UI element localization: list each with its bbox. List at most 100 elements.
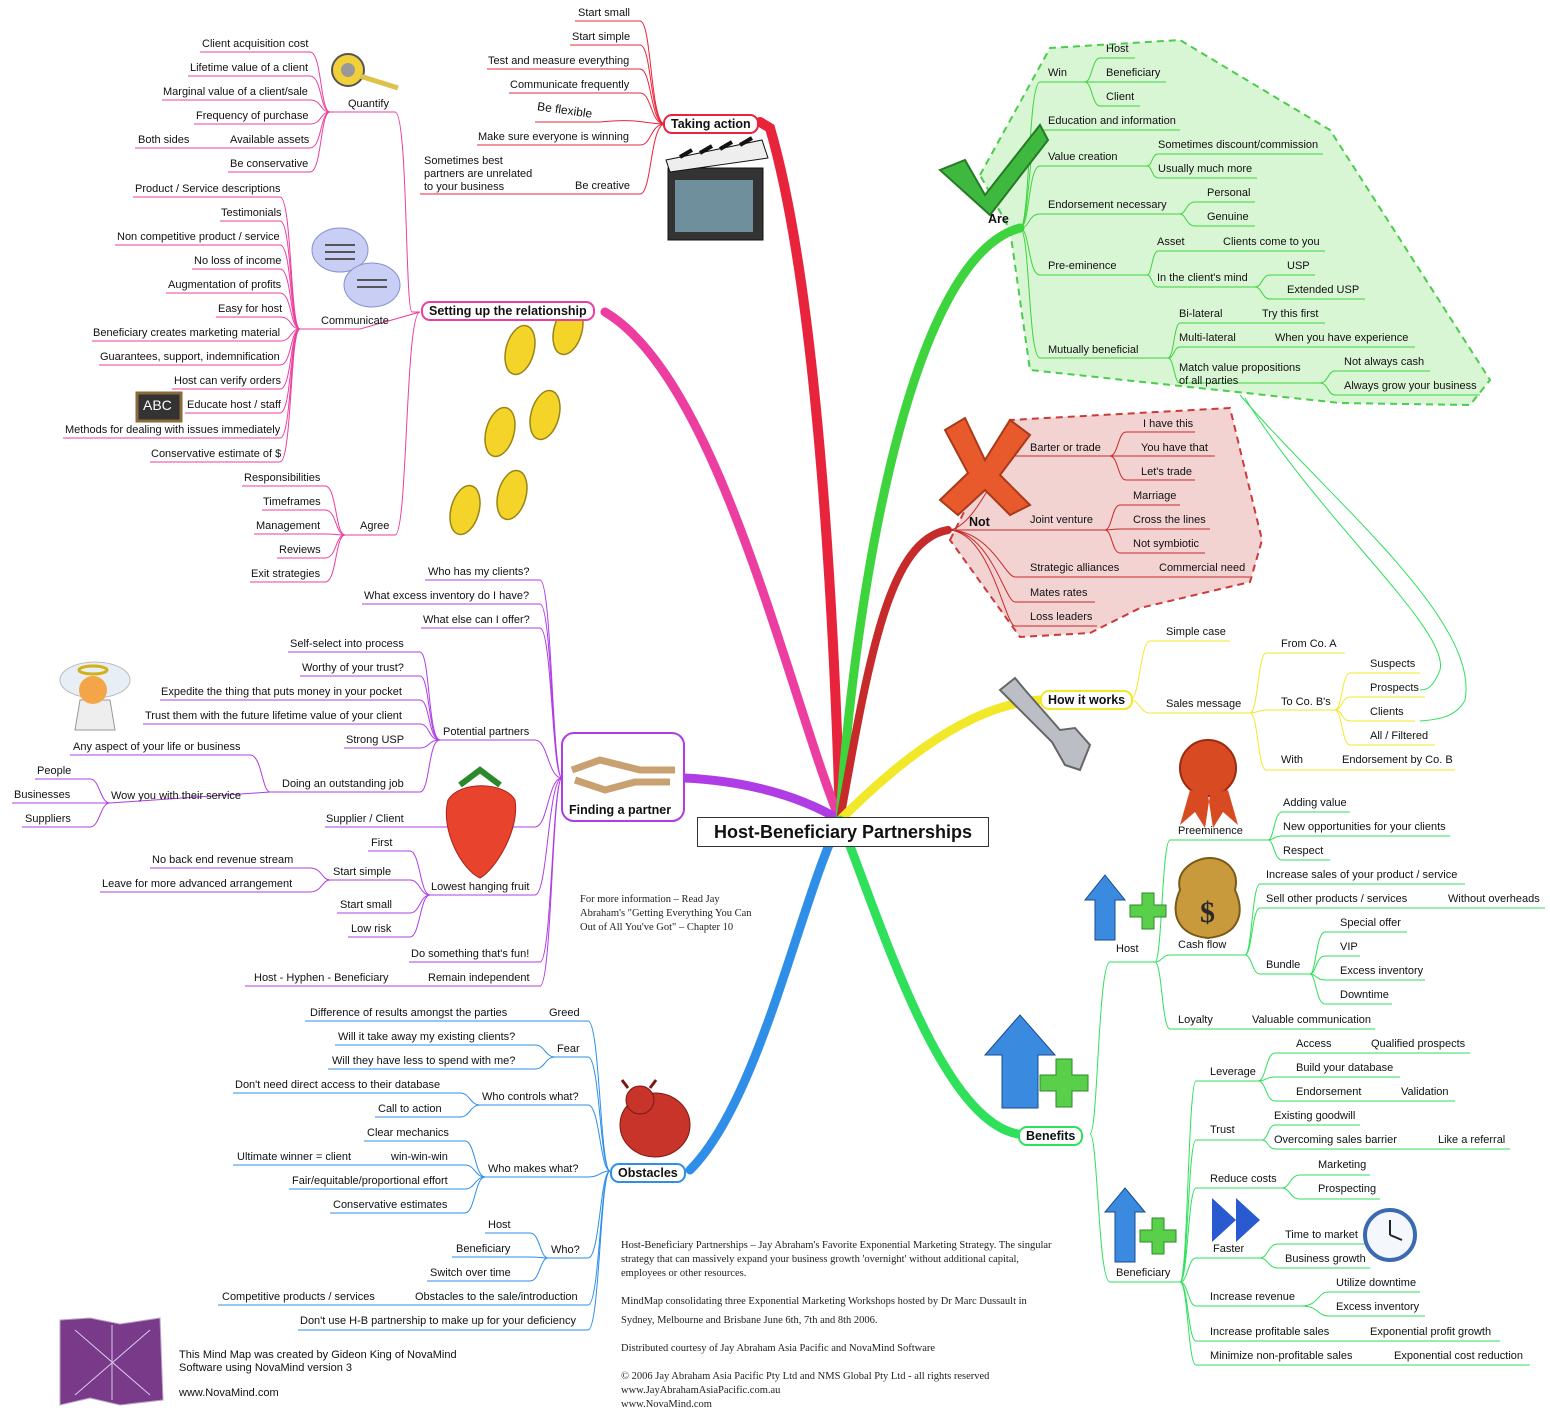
branch-setting-up[interactable]: Setting up the relationship xyxy=(421,301,595,321)
potential-item: Worthy of your trust? xyxy=(302,662,404,674)
central-topic[interactable]: Host-Beneficiary Partnerships xyxy=(697,817,989,847)
finding-question: What excess inventory do I have? xyxy=(364,590,530,602)
deficiency: Don't use H-B partnership to make up for… xyxy=(300,1315,577,1327)
benefits-overcoming: Overcoming sales barrier xyxy=(1274,1134,1397,1146)
not-commercial: Commercial need xyxy=(1159,562,1246,574)
benefits-growth: Business growth xyxy=(1285,1253,1366,1265)
reduce-item: Marketing xyxy=(1318,1159,1367,1171)
wrench-icon xyxy=(998,676,1092,772)
branch-taking-action[interactable]: Taking action xyxy=(663,114,759,134)
communicate-item: Product / Service descriptions xyxy=(135,183,281,195)
fast-forward-icon xyxy=(1212,1198,1260,1242)
are-clients-come: Clients come to you xyxy=(1223,236,1320,248)
communicate-item: Methods for dealing with issues immediat… xyxy=(65,424,281,436)
credit-note: This Mind Map was created by Gideon King… xyxy=(179,1349,457,1374)
benefits-host: Host xyxy=(1116,943,1139,955)
makes-item: Fair/equitable/proportional effort xyxy=(292,1175,448,1187)
competitive-products: Competitive products / services xyxy=(222,1291,375,1303)
not-region xyxy=(948,406,1264,639)
quantify-item: Available assets xyxy=(230,134,310,146)
communicate-item: Beneficiary creates marketing material xyxy=(93,327,281,339)
who-item: Beneficiary xyxy=(456,1243,511,1255)
benefits-cashflow: Cash flow xyxy=(1178,939,1227,951)
distributed-note: Distributed courtesy of Jay Abraham Asia… xyxy=(621,1343,936,1354)
ribbon-seal-icon xyxy=(1179,739,1238,828)
are-region xyxy=(978,38,1492,407)
benefits-profitable: Increase profitable sales xyxy=(1210,1326,1330,1338)
taking-action-item: Communicate frequently xyxy=(510,79,630,91)
potential-item: Strong USP xyxy=(346,734,405,746)
benefits-time: Time to market xyxy=(1285,1229,1358,1241)
strawberry-icon xyxy=(445,766,517,879)
svg-text:$: $ xyxy=(1200,896,1215,929)
communicate-item: Augmentation of profits xyxy=(168,279,282,291)
reduce-item: Prospecting xyxy=(1318,1183,1377,1195)
value-item: Usually much more xyxy=(1158,163,1253,175)
are-win: Win xyxy=(1048,67,1067,79)
obstacles-sale: Obstacles to the sale/introduction xyxy=(415,1291,578,1303)
pre-item: Respect xyxy=(1283,845,1324,857)
branch-benefits[interactable]: Benefits xyxy=(1018,1126,1084,1146)
benefits-leverage: Leverage xyxy=(1210,1066,1256,1078)
taking-action-item: Be creative xyxy=(575,180,631,192)
agree-label: Agree xyxy=(360,520,390,532)
win-item: Host xyxy=(1106,43,1129,55)
benefits-qualified: Qualified prospects xyxy=(1371,1038,1466,1050)
how-sales: Sales message xyxy=(1166,698,1242,710)
who-item: Host xyxy=(488,1219,511,1231)
bundle-item: VIP xyxy=(1340,941,1358,953)
finding-question: Who has my clients? xyxy=(428,566,530,578)
agree-item: Management xyxy=(256,520,321,532)
controls-item: Call to action xyxy=(378,1103,442,1115)
win-item: Beneficiary xyxy=(1106,67,1161,79)
lowest-first: First xyxy=(371,837,393,849)
endorsement-item: Genuine xyxy=(1207,211,1249,223)
benefits-overheads: Without overheads xyxy=(1448,893,1540,905)
branch-finding-partner[interactable]: Finding a partner xyxy=(569,803,672,817)
not-mates: Mates rates xyxy=(1030,587,1088,599)
benefits-increase-rev: Increase revenue xyxy=(1210,1291,1295,1303)
branch-obstacles[interactable]: Obstacles xyxy=(610,1163,686,1183)
pre-item: Adding value xyxy=(1283,797,1347,809)
greed-label: Greed xyxy=(549,1007,580,1019)
novamind-url[interactable]: www.NovaMind.com xyxy=(179,1387,279,1399)
consolidating-note: MindMap consolidating three Exponential … xyxy=(621,1296,1027,1307)
branch-not[interactable]: Not xyxy=(969,515,990,529)
branch-how-it-works[interactable]: How it works xyxy=(1040,690,1134,710)
footprints-icon xyxy=(449,304,584,536)
benefits-database: Build your database xyxy=(1296,1062,1394,1074)
value-item: Sometimes discount/commission xyxy=(1158,139,1319,151)
be-creative-note: Sometimes best partners are unrelated to… xyxy=(424,155,533,193)
barter-item: I have this xyxy=(1143,418,1194,430)
how-from: From Co. A xyxy=(1281,638,1337,650)
usp-item: USP xyxy=(1287,260,1310,272)
makes-item: win-win-win xyxy=(391,1151,448,1163)
cross-icon xyxy=(938,416,1032,517)
communicate-item: Non competitive product / service xyxy=(117,231,280,243)
how-to: To Co. B's xyxy=(1281,696,1331,708)
are-clients-mind: In the client's mind xyxy=(1157,272,1248,284)
clock-icon xyxy=(1363,1208,1417,1262)
joint-item: Not symbiotic xyxy=(1133,538,1200,550)
are-endorsement: Endorsement necessary xyxy=(1048,199,1167,211)
money-bag-icon: $ xyxy=(1174,856,1241,940)
to-item: Clients xyxy=(1370,706,1404,718)
potential-item: Expedite the thing that puts money in yo… xyxy=(161,686,402,698)
agree-item: Exit strategies xyxy=(251,568,321,580)
to-item: All / Filtered xyxy=(1370,730,1429,742)
potential-item: Self-select into process xyxy=(290,638,404,650)
benefits-exp-cost: Exponential cost reduction xyxy=(1394,1350,1524,1362)
rev-item: Excess inventory xyxy=(1336,1301,1420,1313)
barter-item: Let's trade xyxy=(1141,466,1193,478)
branch-are[interactable]: Are xyxy=(988,212,1009,226)
any-aspect: Any aspect of your life or business xyxy=(73,741,241,753)
do-something-fun: Do something that's fun! xyxy=(411,948,530,960)
not-joint: Joint venture xyxy=(1030,514,1093,526)
abc-text: ABC xyxy=(143,397,172,413)
benefits-faster: Faster xyxy=(1213,1243,1245,1255)
joint-item: Cross the lines xyxy=(1133,514,1206,526)
wow-item: Businesses xyxy=(14,789,71,801)
benefits-endorsement: Endorsement xyxy=(1296,1086,1362,1098)
taking-action-item: Start small xyxy=(578,7,630,19)
